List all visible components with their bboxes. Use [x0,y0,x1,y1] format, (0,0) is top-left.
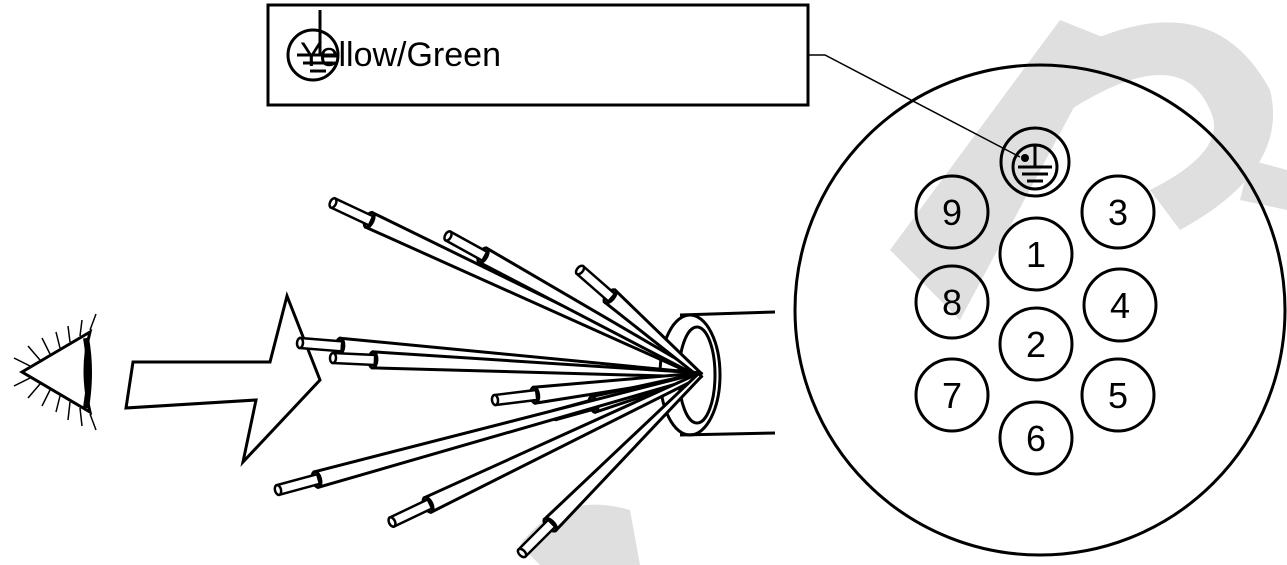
pin-label: 8 [942,282,962,323]
legend-text: Yellow/Green [300,36,501,74]
pin-4: 4 [1082,267,1158,343]
pin-9: 9 [914,174,990,250]
pin-label: 5 [1108,375,1128,416]
pin-label: 1 [1026,234,1046,275]
pin-5: 5 [1080,357,1156,433]
pin-circle [1080,174,1156,250]
pin-circle [1082,267,1158,343]
pin-circle [998,216,1074,292]
watermark [520,20,1287,565]
pin-circle [1080,357,1156,433]
pin-6: 6 [998,400,1074,476]
eye-icon [13,313,97,431]
pin-circle [998,400,1074,476]
pin-2: 2 [998,306,1074,382]
wire [387,371,703,529]
pin-8: 8 [914,264,990,340]
pin-circle [914,174,990,250]
legend-box: Yellow/Green [266,3,810,107]
view-direction-arrow [124,291,322,467]
pin-label: 3 [1108,192,1128,233]
wire [443,229,703,379]
wire [328,350,702,379]
wires [273,196,704,559]
pin-label: 9 [942,192,962,233]
pin-label: 2 [1026,324,1046,365]
connector-face: 1 2 3 4 5 6 7 8 9 [793,63,1287,557]
pin-circle [914,357,990,433]
pin-7: 7 [914,357,990,433]
pins: 1 2 3 4 5 6 7 8 9 [914,174,1158,476]
earth-pin [999,126,1071,198]
pin-circle [914,264,990,340]
pin-3: 3 [1080,174,1156,250]
earth-ground-icon [286,10,340,82]
pin-label: 7 [942,375,962,416]
pin-circle [998,306,1074,382]
pin-label: 4 [1110,285,1130,326]
wire [516,371,704,559]
pin-1: 1 [998,216,1074,292]
pin-label: 6 [1026,418,1046,459]
leader-line [808,54,1021,158]
